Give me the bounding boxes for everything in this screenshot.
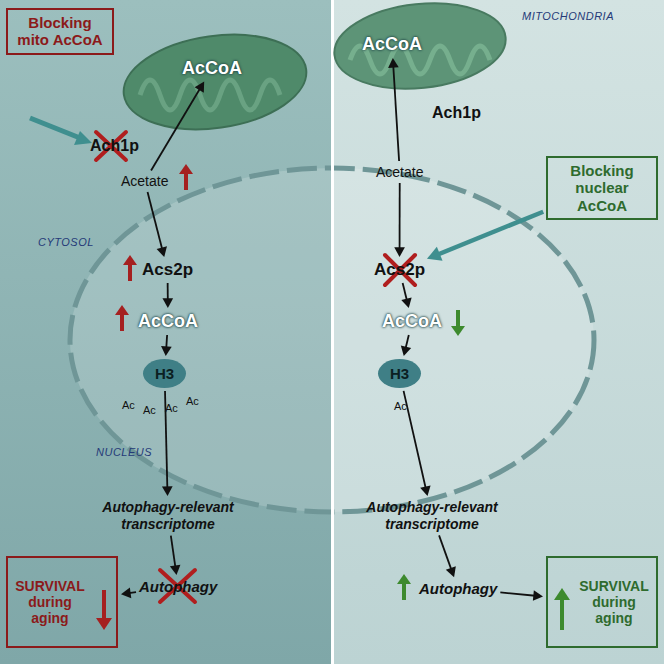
connector-arrow [500, 590, 543, 601]
node-text: Acs2p [374, 260, 425, 280]
node-text: AcCoA [362, 34, 422, 55]
connector-arrow [162, 283, 173, 308]
node-text: H3 [155, 365, 174, 382]
connector-arrow [121, 588, 136, 599]
panel-divider [331, 0, 334, 664]
node-text: Autophagy-relevant transcriptome [352, 499, 512, 533]
connector-arrow [148, 192, 167, 257]
node-text: SURVIVAL during aging [578, 578, 650, 626]
outcome-box: SURVIVAL during aging [546, 556, 658, 648]
mitochondrion-left [117, 24, 312, 141]
node-text: Acetate [121, 173, 168, 189]
region-label: CYTOSOL [38, 236, 94, 248]
outcome-box: SURVIVAL during aging [6, 556, 118, 648]
node-text: Autophagy-relevant transcriptome [88, 499, 248, 533]
acetyl-mark: Ac [394, 400, 407, 412]
process-label: Autophagy [419, 580, 497, 597]
connector-arrow [404, 391, 431, 496]
molecule-label: Acetate [121, 173, 168, 189]
edge-label: Ach1p [90, 137, 139, 155]
histone-blob: H3 [143, 359, 186, 388]
acetyl-mark: Ac [186, 395, 199, 407]
node-text: Autophagy [139, 578, 217, 595]
connector-arrow [170, 536, 181, 575]
histone-blob: H3 [378, 359, 421, 388]
node-text: SURVIVAL during aging [14, 578, 86, 626]
connector-arrow [427, 212, 543, 261]
acetyl-mark: Ac [165, 402, 178, 414]
connector-arrow [388, 58, 399, 161]
node-text: AcCoA [182, 58, 242, 79]
connector-arrow [161, 335, 172, 356]
acetyl-mark: Ac [122, 399, 135, 411]
connector-arrow [439, 535, 456, 577]
node-text: AcCoA [382, 311, 442, 332]
change-indicator-arrows [96, 164, 570, 630]
region-label: MITOCHONDRIA [522, 10, 614, 22]
enzyme-label: Acs2p [142, 260, 193, 280]
node-text: Blocking nuclear AcCoA [554, 162, 650, 214]
node-text: AcCoA [138, 311, 198, 332]
enzyme-label: Acs2p [374, 260, 425, 280]
mitochondrion-right [330, 0, 510, 97]
node-text: Acs2p [142, 260, 193, 280]
process-label: Autophagy-relevant transcriptome [352, 499, 512, 533]
connector-arrow [401, 335, 411, 356]
acetyl-mark: Ac [143, 404, 156, 416]
node-text: Autophagy [419, 580, 497, 597]
blocking-box: Blocking nuclear AcCoA [546, 156, 658, 220]
connector-arrow [151, 82, 204, 171]
connector-arrow [394, 183, 405, 257]
edge-label: Ach1p [432, 104, 481, 122]
process-label: Autophagy-relevant transcriptome [88, 499, 248, 533]
region-label: NUCLEUS [96, 446, 152, 458]
molecule-label: AcCoA [138, 311, 198, 332]
node-text: Acetate [376, 164, 423, 180]
connector-arrow [401, 283, 411, 308]
blocking-box: Blocking mito AcCoA [6, 8, 114, 55]
node-text: Blocking mito AcCoA [14, 14, 106, 49]
node-text: H3 [390, 365, 409, 382]
process-label: Autophagy [139, 578, 217, 595]
molecule-label: Acetate [376, 164, 423, 180]
blocking-pointer-arrow [30, 118, 92, 145]
molecule-label: AcCoA [182, 58, 242, 79]
molecule-label: AcCoA [362, 34, 422, 55]
molecule-label: AcCoA [382, 311, 442, 332]
